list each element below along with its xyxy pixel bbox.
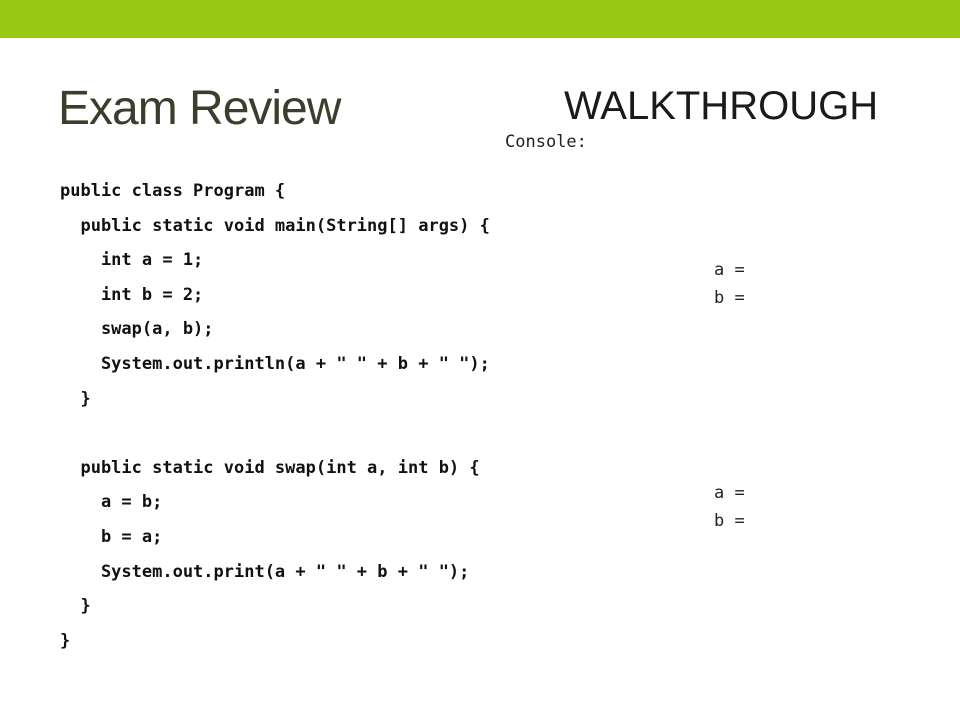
code-line: public static void main(String[] args) { [60,215,490,236]
slide-title: Exam Review [58,82,341,135]
walkthrough-heading: WALKTHROUGH [564,84,879,128]
code-line-blank [60,416,660,451]
code-line: } [60,388,91,409]
console-label: Console: [505,132,587,152]
watch-var-b: b = [714,511,745,531]
code-block: public class Program { public static voi… [60,174,660,658]
swap-variables-watch: a = b = [714,479,745,535]
code-line: int b = 2; [60,284,204,305]
code-line: a = b; [60,492,163,513]
top-accent-bar [0,0,960,38]
code-line: } [60,630,71,651]
watch-var-a: a = [714,483,745,503]
main-variables-watch: a = b = [714,256,745,312]
code-line: swap(a, b); [60,319,214,340]
code-line: System.out.print(a + " " + b + " "); [60,561,470,582]
code-line: public static void swap(int a, int b) { [60,457,480,478]
code-line: int a = 1; [60,250,204,271]
code-line: System.out.println(a + " " + b + " "); [60,353,490,374]
watch-var-b: b = [714,288,745,308]
code-line: b = a; [60,526,163,547]
watch-var-a: a = [714,260,745,280]
code-line: public class Program { [60,181,286,201]
code-line: } [60,596,91,617]
